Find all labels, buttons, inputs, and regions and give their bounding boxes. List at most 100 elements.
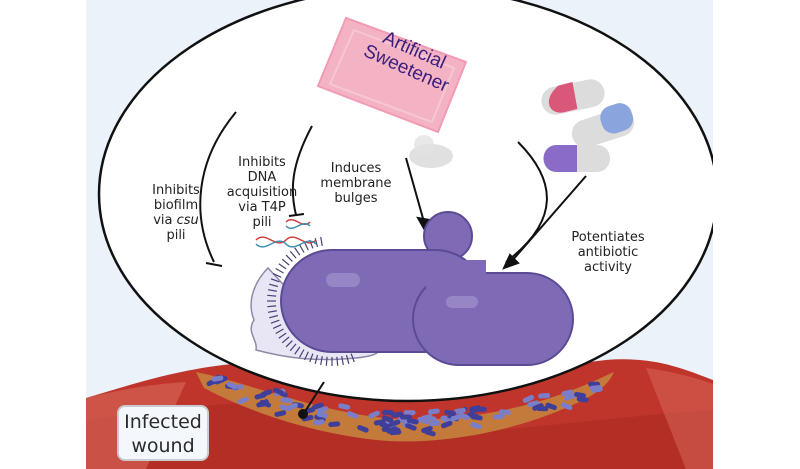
dna-strands-icon bbox=[255, 219, 317, 248]
biofilm-bacterium bbox=[382, 409, 395, 416]
pili bbox=[267, 236, 355, 366]
bacterium-cell bbox=[280, 211, 574, 366]
zoom-connector bbox=[303, 381, 325, 414]
pilus bbox=[267, 294, 277, 297]
effect-label-biofilm: Inhibits biofilm via csu pili bbox=[141, 183, 211, 243]
effect-text: pili bbox=[166, 228, 186, 243]
biofilm-bacterium bbox=[440, 420, 453, 429]
figure-panel: Artificial Sweetener Inhibits biofilm vi… bbox=[86, 0, 713, 469]
pilus bbox=[267, 310, 277, 313]
biofilm-bacterium bbox=[498, 409, 511, 416]
biofilm-bacterium bbox=[346, 411, 359, 419]
biofilm-bacterium bbox=[492, 413, 505, 420]
sweetener-packet bbox=[316, 16, 468, 134]
biofilm-bacterium bbox=[311, 402, 324, 410]
capsule-pink-icon bbox=[541, 79, 605, 115]
biofilm-bacterium bbox=[469, 406, 482, 414]
biofilm-bacterium bbox=[316, 411, 329, 419]
pilus bbox=[298, 349, 305, 358]
biofilm-bacterium bbox=[386, 426, 398, 434]
biofilm-bacterium bbox=[560, 402, 573, 411]
pilus bbox=[294, 247, 301, 256]
effect-text: Induces bbox=[330, 161, 382, 176]
pilus bbox=[314, 354, 319, 364]
effect-text: pili bbox=[252, 215, 272, 230]
effect-text: DNA bbox=[247, 170, 277, 185]
biofilm-bacterium bbox=[522, 394, 535, 403]
pilus bbox=[320, 356, 323, 366]
pilus bbox=[278, 263, 287, 270]
wound-label-line2: wound bbox=[131, 435, 195, 457]
effect-label-antibiotic: Potentiates antibiotic activity bbox=[564, 230, 652, 275]
wound-label-line1: Infected bbox=[124, 411, 202, 433]
biofilm-bacterium bbox=[563, 393, 576, 401]
infected-wound-label: Infected wound bbox=[117, 405, 209, 461]
biofilm-bacterium bbox=[574, 391, 586, 399]
biofilm-layer bbox=[196, 372, 614, 442]
biofilm-bacterium bbox=[545, 402, 557, 411]
biofilm-bacterium bbox=[226, 381, 238, 390]
pilus bbox=[341, 356, 344, 366]
biofilm-bacteria bbox=[206, 374, 603, 437]
zoom-connector-dot bbox=[298, 409, 308, 419]
capsule-purple-icon bbox=[543, 145, 610, 172]
biofilm-bacterium bbox=[312, 419, 325, 426]
effect-text: bulges bbox=[334, 191, 378, 206]
pilus bbox=[303, 241, 309, 251]
effect-text: via bbox=[153, 213, 177, 228]
pilus bbox=[272, 324, 282, 330]
pilus bbox=[267, 289, 277, 292]
effect-text: via csu bbox=[141, 213, 211, 228]
pilus bbox=[345, 354, 350, 364]
pilus bbox=[350, 353, 355, 363]
biofilm-bacterium bbox=[427, 408, 440, 415]
effect-text: activity bbox=[584, 260, 632, 275]
effect-text: acquisition bbox=[226, 185, 298, 200]
biofilm-bacterium bbox=[388, 419, 401, 427]
biofilm-bacterium bbox=[379, 421, 391, 429]
biofilm-bacterium bbox=[280, 397, 293, 404]
dna-inhibition-arrow bbox=[288, 125, 313, 217]
biofilm-inhibition-arrow bbox=[199, 111, 237, 267]
pilus bbox=[270, 278, 280, 283]
effect-text: biofilm bbox=[153, 198, 199, 213]
biofilm-bacterium bbox=[403, 410, 416, 416]
pilus bbox=[309, 353, 314, 363]
effect-text: Potentiates bbox=[571, 230, 645, 245]
biofilm-bacterium bbox=[453, 407, 466, 414]
effect-text-italic: csu bbox=[176, 213, 199, 228]
biofilm-bacterium bbox=[532, 403, 544, 411]
biofilm-bacterium bbox=[424, 429, 436, 437]
pilus bbox=[281, 258, 290, 266]
biofilm-bacterium bbox=[590, 386, 603, 393]
pilus bbox=[275, 328, 284, 335]
biofilm-bacterium bbox=[420, 414, 433, 421]
biofilm-bacterium bbox=[399, 414, 412, 420]
biofilm-bacterium bbox=[328, 421, 341, 428]
biofilm-bacterium bbox=[470, 422, 482, 430]
biofilm-bacterium bbox=[576, 396, 589, 403]
pilus bbox=[281, 336, 290, 344]
pilus bbox=[269, 283, 279, 288]
biofilm-bacterium bbox=[260, 389, 273, 397]
biofilm-bacterium bbox=[279, 404, 292, 412]
biofilm-bacterium bbox=[211, 375, 224, 382]
biofilm-bacterium bbox=[368, 410, 380, 419]
effect-label-membrane: Induces membrane bulges bbox=[314, 161, 398, 206]
effect-text: membrane bbox=[320, 176, 392, 191]
biofilm-bacterium bbox=[391, 411, 404, 418]
pilus bbox=[298, 244, 305, 253]
pilus bbox=[289, 343, 297, 352]
effect-text: Inhibits bbox=[238, 155, 286, 170]
biofilm-bacterium bbox=[237, 396, 249, 405]
pilus bbox=[285, 340, 293, 348]
effect-text: Inhibits bbox=[152, 183, 200, 198]
pilus bbox=[336, 356, 339, 366]
biofilm-bacterium bbox=[444, 409, 457, 416]
pilus bbox=[285, 254, 293, 262]
capsule-blue-icon bbox=[571, 103, 635, 148]
biofilm-bacterium bbox=[458, 412, 470, 421]
pilus bbox=[278, 332, 287, 339]
biofilm-bacterium bbox=[357, 425, 369, 433]
effect-text: via T4P bbox=[238, 200, 286, 215]
